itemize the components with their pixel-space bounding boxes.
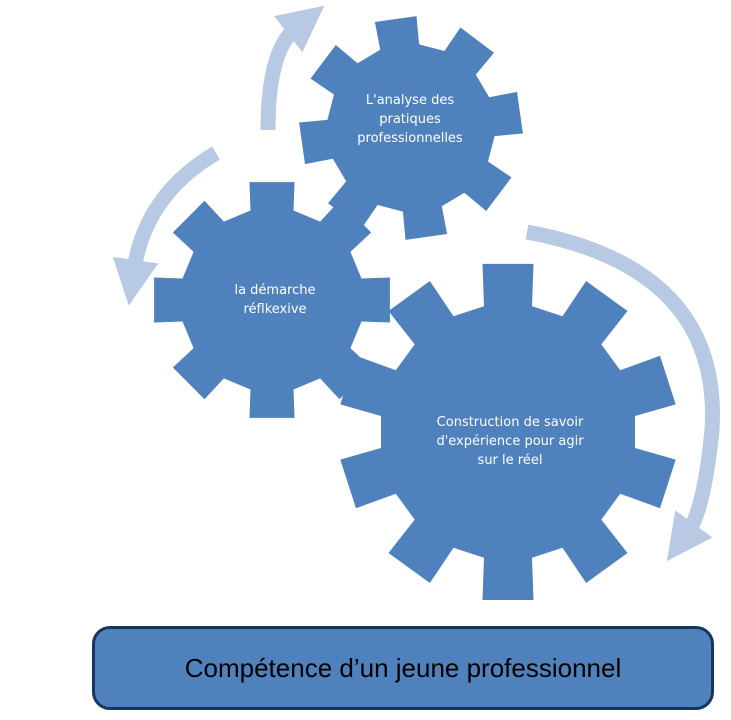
label-line: L'analyse des xyxy=(365,93,455,108)
label-line: la démarche xyxy=(234,283,316,298)
label-line: Construction de savoir xyxy=(436,415,584,430)
label-line: réflkexive xyxy=(243,302,307,317)
gears-diagram xyxy=(112,5,720,600)
gear-analyse-label: L'analyse des pratiques professionnelles xyxy=(330,91,490,148)
gear-analyse xyxy=(299,16,523,240)
gear-demarche-label: la démarche réflkexive xyxy=(200,281,350,319)
gear-demarche xyxy=(154,182,390,418)
label-line: pratiques xyxy=(379,112,441,127)
label-line: sur le réel xyxy=(477,453,543,468)
caption-box: Compétence d’un jeune professionnel xyxy=(92,626,714,710)
gear-construction xyxy=(340,263,676,600)
cycle-arrow-top xyxy=(260,5,325,131)
cycle-arrow-right xyxy=(525,224,720,562)
cycle-arrow-left xyxy=(112,146,220,306)
label-line: d'expérience pour agir xyxy=(436,434,584,449)
label-line: professionnelles xyxy=(357,131,463,146)
caption-text: Compétence d’un jeune professionnel xyxy=(184,652,622,683)
gear-construction-label: Construction de savoir d'expérience pour… xyxy=(420,413,600,470)
